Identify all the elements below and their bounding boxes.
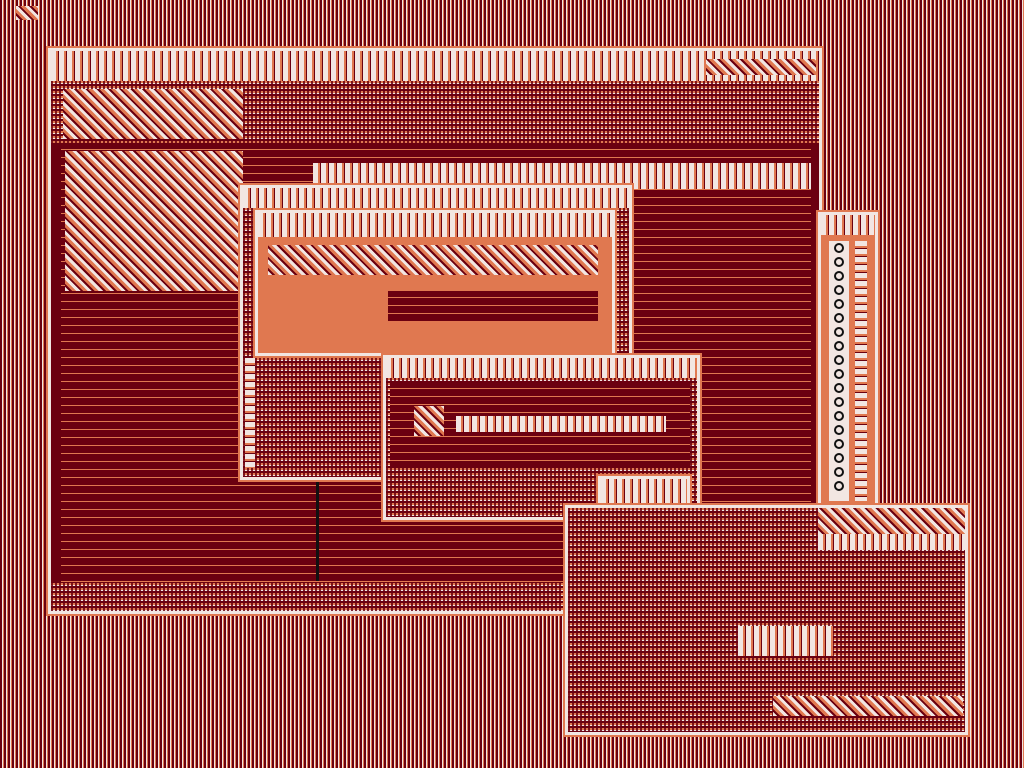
corner-icon[interactable]	[16, 6, 38, 20]
circle-icon	[834, 453, 844, 463]
panel-label	[268, 245, 598, 275]
message-title-bar[interactable]	[386, 358, 697, 378]
circle-icon	[834, 439, 844, 449]
dialog-inner-panel	[253, 208, 617, 358]
splitter[interactable]	[316, 481, 319, 581]
circle-icon	[834, 383, 844, 393]
circle-icon	[834, 467, 844, 477]
side-panel	[816, 210, 880, 512]
dialog-scrollbar[interactable]	[245, 358, 255, 468]
circle-icon	[834, 425, 844, 435]
title-bar[interactable]	[51, 51, 819, 81]
circle-icon	[834, 411, 844, 421]
ok-button[interactable]	[596, 474, 692, 510]
circle-icon	[834, 397, 844, 407]
circle-icon	[834, 481, 844, 491]
circle-icon	[834, 355, 844, 365]
circle-column	[829, 241, 849, 501]
circle-icon	[834, 299, 844, 309]
circle-icon	[834, 271, 844, 281]
circle-icon	[834, 341, 844, 351]
dialog-title-bar[interactable]	[243, 188, 629, 208]
message-text	[456, 416, 666, 432]
toolbar-logo	[63, 89, 243, 139]
circle-icon	[834, 257, 844, 267]
window-controls[interactable]	[706, 59, 816, 75]
secondary-footer[interactable]	[773, 696, 963, 716]
side-scrollbar[interactable]	[855, 241, 867, 501]
secondary-window	[563, 503, 970, 737]
circle-icon	[834, 327, 844, 337]
secondary-header	[818, 534, 965, 550]
sidebar-panel[interactable]	[65, 151, 243, 291]
message-icon	[414, 406, 444, 436]
circle-icon	[834, 369, 844, 379]
secondary-title-bar[interactable]	[818, 508, 965, 534]
panel-header	[258, 213, 612, 237]
panel-field[interactable]	[388, 291, 598, 321]
circle-icon	[834, 285, 844, 295]
header-strip	[313, 163, 811, 189]
secondary-label	[738, 626, 833, 656]
circle-icon	[834, 313, 844, 323]
message-dialog	[381, 353, 702, 522]
side-panel-header[interactable]	[821, 215, 875, 235]
circle-icon	[834, 243, 844, 253]
